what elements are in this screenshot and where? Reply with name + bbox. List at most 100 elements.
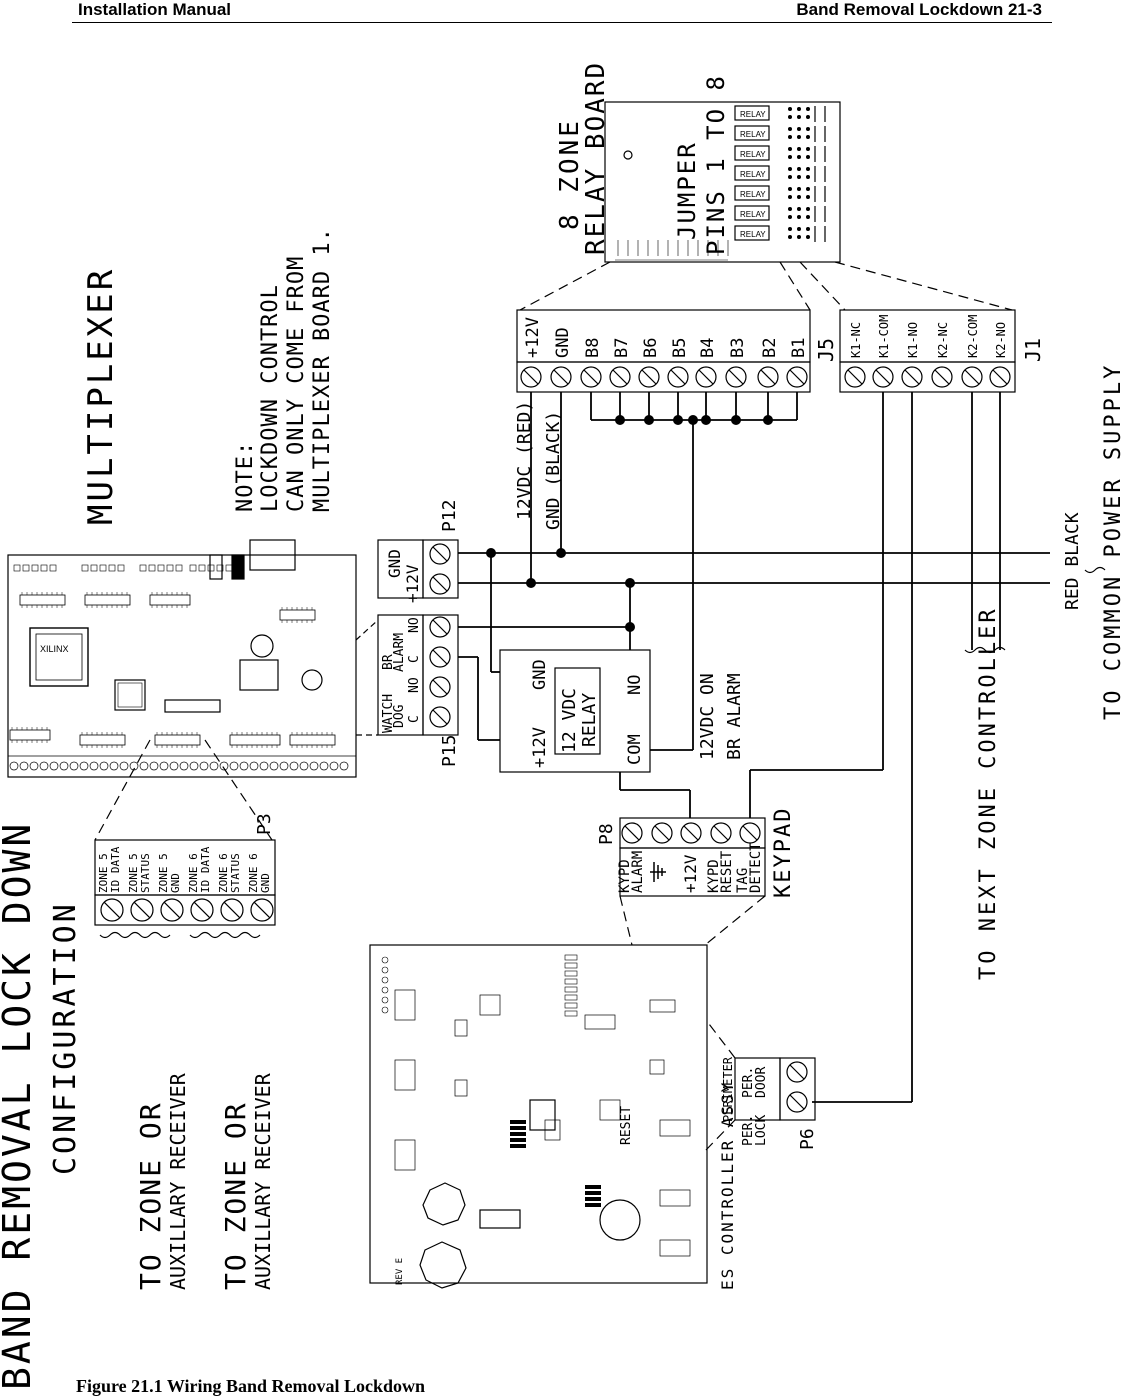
j5-screw: [725, 366, 747, 388]
power-colors-label: RED BLACK: [1062, 512, 1083, 610]
relay-board-label-1: 8 ZONE: [555, 118, 585, 230]
j5-pin-label: B4: [698, 338, 718, 358]
relay-board-label-2: RELAY BOARD: [581, 61, 611, 255]
p3-pin-label: ZONE 6: [217, 853, 230, 893]
j5-pin-label: B3: [728, 338, 748, 358]
p3-pin-label: STATUS: [229, 853, 242, 893]
note-line-3: CAN ONLY COME FROM: [284, 256, 309, 512]
es-octagon-2: [419, 1241, 467, 1289]
j1-pin-label: K1-NO: [906, 322, 920, 358]
relay-label: RELAY: [740, 170, 766, 179]
p3-pin-label: ZONE 5: [127, 853, 140, 893]
ground-icon: [650, 862, 666, 882]
es-controller-label: ES CONTROLLER ASSY: [718, 1081, 737, 1290]
wire-label-black: GND (BLACK): [543, 411, 564, 530]
title-line1: BAND REMOVAL LOCK DOWN: [0, 821, 39, 1390]
es-reset-label: RESET: [619, 1106, 634, 1145]
p3-pin-label: ZONE 5: [157, 853, 170, 893]
j5-screw: [695, 366, 717, 388]
p8-pin-label: DETECT: [748, 842, 764, 893]
p15-pin-label: C: [407, 715, 422, 723]
p8-label: P8: [596, 823, 617, 845]
p15-pin-label: C: [407, 655, 422, 663]
p3-pin-label: ZONE 6: [187, 853, 200, 893]
p8-screw: [680, 822, 702, 844]
j1-screw: [989, 366, 1011, 388]
multiplexer-board: XILINX: [7, 539, 357, 778]
relay-label: RELAY: [740, 230, 766, 239]
p6-label: P6: [797, 1128, 818, 1150]
next-zone-brace: [964, 646, 1006, 654]
j1-label: J1: [1021, 338, 1045, 362]
receiver-label-1-a: TO ZONE OR: [134, 1101, 167, 1290]
relay-label: RELAY: [740, 210, 766, 219]
j1-screw: [844, 366, 866, 388]
p3-label: P3: [254, 813, 275, 835]
receiver-label-2-a: TO ZONE OR: [219, 1101, 252, 1290]
p3-screw: [190, 898, 214, 922]
on-alarm-label-1: 12VDC ON: [697, 673, 718, 760]
p3-screw: [100, 898, 124, 922]
p3-pin-label: GND: [169, 873, 182, 893]
lockdown-note: NOTE: LOCKDOWN CONTROL CAN ONLY COME FRO…: [233, 227, 335, 512]
p6-pin-2b: LOCK: [754, 1115, 769, 1146]
p15-screw: [429, 706, 451, 728]
j1-pin-label: K2-NO: [994, 322, 1008, 358]
relay-12vdc: 12 VDC RELAY +12V GND COM NO: [499, 649, 651, 773]
p15-group2-a: BR: [381, 654, 396, 670]
j5-pin-label: +12V: [523, 317, 543, 358]
multiplexer-label: MULTIPLEXER: [81, 267, 121, 525]
p8-screw: [651, 822, 673, 844]
p15-group2-b: ALARM: [392, 633, 407, 672]
relay-label: RELAY: [740, 130, 766, 139]
p6-pin-2a: PER.: [741, 1115, 756, 1146]
p15-label: P15: [439, 734, 460, 767]
j1-pin-label: K1-NC: [849, 322, 863, 358]
note-line-1: NOTE:: [233, 441, 258, 512]
relay-term-no: NO: [625, 675, 645, 695]
receiver-label-1-b: AUXILLARY RECEIVER: [166, 1072, 190, 1290]
xilinx-chip-label: XILINX: [40, 644, 69, 654]
p3-pin-label: GND: [259, 873, 272, 893]
p12-pin-12v: +12V: [403, 564, 422, 603]
wire-label-red: 12VDC (RED): [514, 401, 535, 520]
p15-screw: [429, 646, 451, 668]
j1-screw: [872, 366, 894, 388]
es-rev-label: REV E: [395, 1258, 405, 1285]
p3-screw: [130, 898, 154, 922]
p15-screw: [429, 676, 451, 698]
p15-screw: [429, 616, 451, 638]
p12-connector: GND +12V P12: [377, 499, 460, 603]
title-line2: CONFIGURATION: [48, 901, 83, 1175]
j5-pin-label: B6: [641, 338, 661, 358]
relay-label: RELAY: [740, 190, 766, 199]
p3-pin-label: ID DATA: [199, 846, 212, 893]
p3-screw: [160, 898, 184, 922]
p15-group1-a: WATCH: [381, 694, 396, 733]
p8-screw: [710, 822, 732, 844]
p8-pin-label: KYPD: [617, 859, 633, 893]
p8-screw: [739, 822, 761, 844]
perimeter-label: PERIMETER: [721, 1056, 735, 1122]
figure-caption: Figure 21.1 Wiring Band Removal Lockdown: [76, 1376, 426, 1396]
receiver-label-2-b: AUXILLARY RECEIVER: [251, 1072, 275, 1290]
p6-connector: PER. DOOR PER. LOCK PERIMETER P6: [705, 1019, 818, 1151]
p12-pin-gnd: GND: [385, 549, 404, 578]
relay-label: RELAY: [740, 110, 766, 119]
j5-screw: [757, 366, 779, 388]
brace-2: [189, 931, 261, 939]
jumper-label-2: PINS 1 TO 8: [702, 74, 730, 255]
j5-screw: [786, 366, 808, 388]
keypad-label: KEYPAD: [771, 807, 796, 898]
p3-pin-label: STATUS: [139, 853, 152, 893]
p3-pin-label: ID DATA: [109, 846, 122, 893]
p15-pin-label: NO: [407, 677, 422, 693]
j1-screw: [961, 366, 983, 388]
j5-pin-label: B8: [583, 338, 603, 358]
